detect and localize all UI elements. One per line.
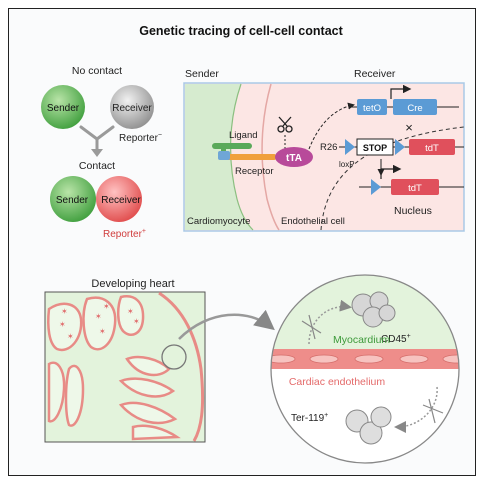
sender-cell-contact (50, 176, 96, 222)
endothelium-label: Cardiac endothelium (289, 376, 386, 388)
receiver-cell-contact (96, 176, 142, 222)
cd45-cells (351, 291, 396, 328)
zoom-arrow (178, 309, 275, 340)
reporter-negative-label: Reporter− (119, 132, 162, 144)
blocked-arrow-top (308, 299, 352, 345)
merge-arrow-head (91, 149, 103, 157)
svg-text:✶: ✶ (61, 307, 68, 316)
mechanism-sender-label: Sender (185, 68, 219, 80)
r26-construct (339, 138, 464, 156)
receptor-label: Receptor (235, 166, 274, 177)
heart-section: ✶✶✶ ✶✶✶ ✶✶ (44, 291, 206, 443)
mechanism-receiver-label: Receiver (354, 68, 396, 80)
teto-cre-construct (349, 84, 459, 115)
svg-text:✶: ✶ (127, 307, 134, 316)
svg-text:✶: ✶ (95, 312, 102, 321)
zoom-circle (161, 344, 187, 370)
tta-to-teto-arrow (308, 102, 355, 150)
svg-text:✶: ✶ (59, 320, 66, 329)
sender-label-2: Sender (56, 195, 89, 206)
merge-arrow (79, 125, 115, 153)
cross-mark: × (405, 120, 413, 135)
myocardium-label: Myocardium (333, 334, 390, 346)
scissors-icon (277, 116, 293, 133)
cardiomyocyte-label: Cardiomyocyte (187, 216, 250, 227)
recombined-construct (359, 164, 464, 195)
loxp-label: loxP (339, 160, 355, 169)
svg-text:✶: ✶ (103, 302, 110, 311)
red-cell-marks: ✶✶✶ ✶✶✶ ✶✶ (59, 302, 140, 341)
receiver-label-2: Receiver (101, 195, 141, 206)
svg-text:✶: ✶ (133, 317, 140, 326)
tdt-label-2: tdT (408, 183, 422, 194)
r26-label: R26 (320, 142, 337, 153)
no-contact-label: No contact (72, 65, 122, 77)
cd45-label: CD45+ (381, 333, 411, 345)
graphical-abstract: Genetic tracing of cell-cell contact No … (41, 24, 465, 464)
reporter-positive-label: Reporter+ (103, 228, 146, 240)
teto-label: tetO (363, 103, 381, 114)
receptor-shape (221, 154, 276, 160)
receiver-label-1: Receiver (112, 103, 152, 114)
endothelial-label: Endothelial cell (281, 216, 345, 227)
receptor-cap (218, 151, 230, 160)
block-mark-bottom (422, 398, 444, 424)
ter119-cells (345, 406, 392, 445)
ligand-shape (212, 143, 252, 149)
receiver-cell-no-contact (110, 85, 154, 129)
sender-cell-no-contact (41, 85, 85, 129)
svg-text:✶: ✶ (99, 327, 106, 336)
tta-label: tTA (286, 153, 302, 164)
sender-label-1: Sender (47, 103, 80, 114)
figure-frame: Genetic tracing of cell-cell contact No … (8, 8, 476, 476)
blocked-arrow-bottom (394, 386, 438, 433)
ligand-label: Ligand (229, 130, 258, 141)
ter119-label: Ter-119+ (291, 412, 328, 424)
stop-label: STOP (363, 143, 387, 153)
nucleus-label: Nucleus (394, 205, 432, 217)
block-mark-top (301, 314, 322, 340)
heart-title: Developing heart (91, 278, 174, 290)
tta-protein (275, 147, 313, 167)
contact-label: Contact (79, 160, 115, 172)
nucleus-envelope (320, 126, 465, 231)
figure-title: Genetic tracing of cell-cell contact (139, 24, 343, 38)
svg-text:✶: ✶ (67, 332, 74, 341)
tdt-label-1: tdT (425, 143, 439, 154)
cre-label: Cre (407, 103, 422, 114)
